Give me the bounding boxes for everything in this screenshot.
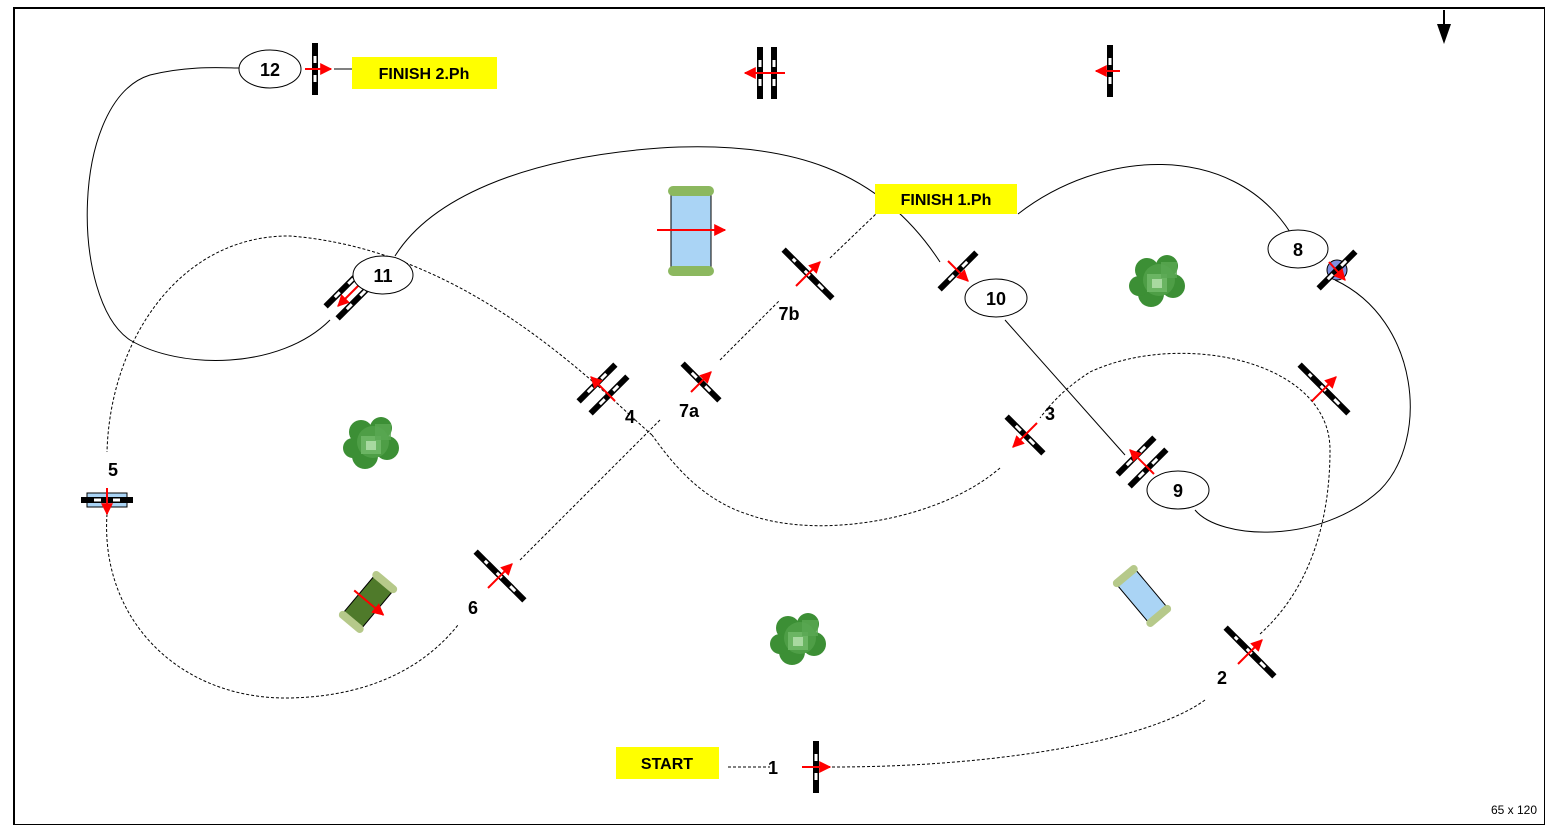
tree-icon <box>1129 255 1185 307</box>
route-phase-1 <box>106 211 1331 768</box>
water-jump-icon <box>657 186 727 276</box>
jump-fence-icon <box>1004 414 1046 456</box>
number-4: 4 <box>625 407 635 427</box>
jump-fence-icon <box>305 43 333 95</box>
finish-1-label: FINISH 1.Ph <box>901 192 992 209</box>
jump-fence-icon <box>1297 362 1351 416</box>
number-11: 11 <box>373 266 392 286</box>
number-7a: 7a <box>679 401 700 421</box>
jump-fence-icon <box>743 47 785 99</box>
tree-icon <box>770 613 826 665</box>
oval-12 <box>238 49 302 89</box>
number-10: 10 <box>986 289 1006 309</box>
number-7b: 7b <box>778 304 799 324</box>
start-label: START <box>641 756 693 773</box>
number-9: 9 <box>1173 481 1183 501</box>
jump-fence-icon <box>1316 249 1358 291</box>
arena-border <box>13 7 1545 825</box>
jump-fence-icon <box>1094 45 1120 97</box>
oval-9 <box>1146 470 1210 510</box>
number-5: 5 <box>108 460 118 480</box>
jump-fence-icon <box>781 247 835 301</box>
number-12: 12 <box>260 60 280 80</box>
route-phase-2 <box>86 67 1411 533</box>
number-1: 1 <box>768 758 778 778</box>
tree-icon <box>343 417 399 469</box>
finish-2-tag <box>352 57 497 89</box>
jump-fence-icon <box>473 549 527 603</box>
jump-fence-icon <box>1115 435 1169 489</box>
water-tray-icon <box>1112 565 1172 627</box>
north-arrow-icon <box>1437 10 1451 44</box>
number-2: 2 <box>1217 668 1227 688</box>
jump-fence-icon <box>802 741 832 793</box>
water-jump-icon <box>81 488 133 516</box>
number-8: 8 <box>1293 240 1303 260</box>
jump-fence-icon <box>576 362 630 416</box>
jump-fence-icon <box>680 361 722 403</box>
jump-fence-icon <box>937 250 979 292</box>
green-wall-icon <box>338 571 398 633</box>
arena-size-label: 65 x 120 <box>1491 803 1537 817</box>
oval-11 <box>352 255 414 295</box>
start-tag <box>616 747 719 779</box>
number-6: 6 <box>468 598 478 618</box>
number-3: 3 <box>1045 404 1055 424</box>
oval-8 <box>1267 229 1329 269</box>
finish-2-label: FINISH 2.Ph <box>379 66 470 83</box>
finish-1-tag <box>875 184 1017 214</box>
oval-10 <box>964 278 1028 318</box>
jump-fence-icon <box>1223 625 1277 679</box>
